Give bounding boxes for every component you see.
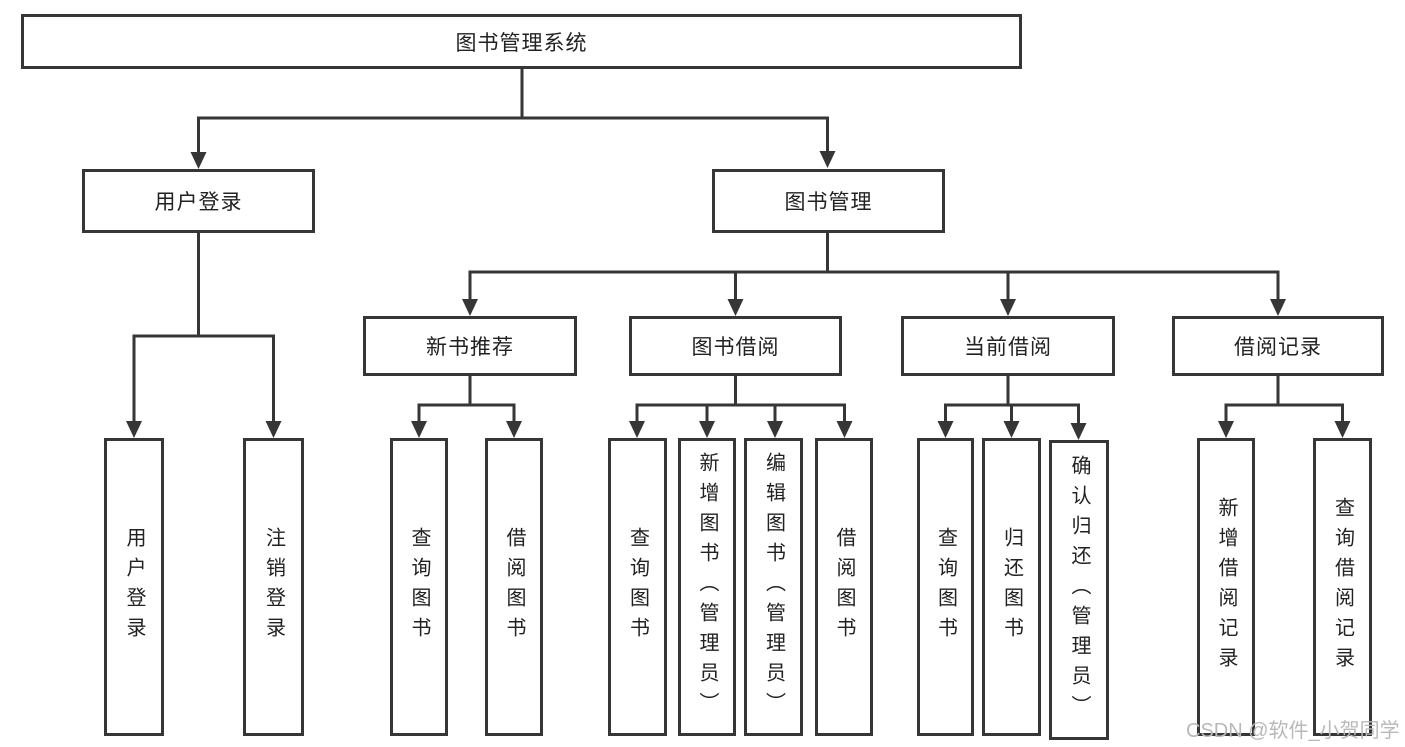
node-nbr-borrow-books-label: 借阅图书 [503, 527, 525, 647]
node-library-system: 图书管理系统 [21, 14, 1022, 69]
node-cb-confirm-return-admin-label: 确认归还（管理员） [1068, 455, 1090, 725]
node-book-management: 图书管理 [712, 169, 945, 233]
node-bb-add-book-admin-label: 新增图书（管理员） [696, 452, 718, 722]
node-user-login: 用户登录 [82, 169, 315, 233]
node-cb-query-books-label: 查询图书 [934, 527, 957, 647]
node-book-borrowing-label: 图书借阅 [691, 336, 780, 359]
node-bb-query-books: 查询图书 [608, 438, 667, 736]
csdn-watermark: CSDN @软件_小贺同学 [1186, 720, 1400, 742]
node-bb-query-books-label: 查询图书 [626, 527, 649, 647]
node-br-query-record-label: 查询借阅记录 [1331, 497, 1354, 677]
node-book-management-label: 图书管理 [784, 191, 873, 214]
node-cb-query-books: 查询图书 [917, 438, 974, 736]
node-current-borrowing: 当前借阅 [901, 316, 1115, 376]
node-logout-leaf: 注销登录 [243, 438, 304, 736]
node-cb-return-books: 归还图书 [982, 438, 1041, 736]
node-user-login-leaf-label: 用户登录 [123, 527, 145, 647]
node-cb-confirm-return-admin: 确认归还（管理员） [1049, 440, 1109, 740]
node-nbr-borrow-books: 借阅图书 [485, 438, 543, 736]
node-borrow-records: 借阅记录 [1172, 316, 1384, 376]
node-bb-edit-book-admin-label: 编辑图书（管理员） [762, 452, 785, 722]
node-nbr-query-books: 查询图书 [390, 438, 448, 736]
node-nbr-query-books-label: 查询图书 [408, 527, 430, 647]
node-user-login-leaf: 用户登录 [104, 438, 164, 736]
node-bb-borrow-books-label: 借阅图书 [833, 527, 855, 647]
node-br-query-record: 查询借阅记录 [1313, 438, 1372, 736]
node-bb-add-book-admin: 新增图书（管理员） [678, 438, 736, 736]
node-current-borrowing-label: 当前借阅 [964, 336, 1052, 359]
node-new-book-recommend-label: 新书推荐 [426, 336, 514, 359]
node-borrow-records-label: 借阅记录 [1234, 336, 1322, 359]
node-cb-return-books-label: 归还图书 [1000, 527, 1023, 647]
node-br-add-record-label: 新增借阅记录 [1215, 497, 1237, 677]
node-user-login-label: 用户登录 [154, 191, 243, 214]
node-new-book-recommend: 新书推荐 [363, 316, 577, 376]
node-library-system-label: 图书管理系统 [455, 31, 588, 55]
node-book-borrowing: 图书借阅 [629, 316, 842, 376]
node-logout-leaf-label: 注销登录 [262, 527, 285, 647]
node-bb-edit-book-admin: 编辑图书（管理员） [744, 438, 803, 736]
node-br-add-record: 新增借阅记录 [1197, 438, 1255, 736]
node-bb-borrow-books: 借阅图书 [815, 438, 873, 736]
